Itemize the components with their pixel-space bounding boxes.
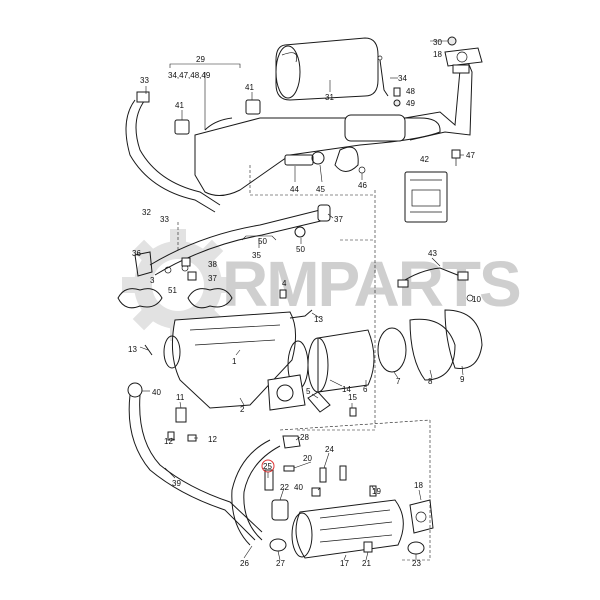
callout-35: 35 xyxy=(252,251,261,260)
callout-40: 40 xyxy=(152,388,161,397)
callout-33: 33 xyxy=(140,76,149,85)
callout-24: 24 xyxy=(325,445,334,454)
rear-silencer-group xyxy=(125,36,483,223)
callout-13: 13 xyxy=(314,315,323,324)
callout-38: 38 xyxy=(208,260,217,269)
callout-21: 21 xyxy=(362,559,371,568)
callout-5: 5 xyxy=(306,387,311,396)
callout-18: 18 xyxy=(414,481,423,490)
callout-32: 32 xyxy=(142,208,151,217)
callout-2: 2 xyxy=(240,405,245,414)
callout-20: 20 xyxy=(303,454,312,463)
callout-8: 8 xyxy=(428,377,433,386)
callout-37: 37 xyxy=(208,274,217,283)
callout-14: 14 xyxy=(342,385,351,394)
callout-50: 50 xyxy=(258,237,267,246)
callout-labels: 29 34,47,48,49 33 41 41 31 30 18 34 48 4… xyxy=(128,38,481,568)
callout-11: 11 xyxy=(176,393,185,402)
callout-48: 48 xyxy=(406,87,415,96)
callout-29: 29 xyxy=(196,55,205,64)
callout-25: 25 xyxy=(263,462,272,471)
watermark-text: RMPARTS xyxy=(222,248,520,320)
front-pipe-group xyxy=(117,204,483,417)
callout-7: 7 xyxy=(396,377,401,386)
callout-15: 15 xyxy=(348,393,357,402)
callout-51: 51 xyxy=(168,286,177,295)
callout-12: 12 xyxy=(164,437,173,446)
callout-44: 44 xyxy=(290,185,299,194)
callout-43: 43 xyxy=(428,249,437,258)
callout-31: 31 xyxy=(325,93,334,102)
callout-10: 10 xyxy=(472,295,481,304)
callout-37: 37 xyxy=(334,215,343,224)
callout-42: 42 xyxy=(420,155,429,164)
callout-36: 36 xyxy=(132,249,141,258)
callout-45: 45 xyxy=(316,185,325,194)
callout-40: 40 xyxy=(294,483,303,492)
callout-34: 34 xyxy=(398,74,407,83)
leader-lines xyxy=(139,40,464,561)
callout-41: 41 xyxy=(245,83,254,92)
callout-13: 13 xyxy=(128,345,137,354)
callout-27: 27 xyxy=(276,559,285,568)
callout-23: 23 xyxy=(412,559,421,568)
callout-9: 9 xyxy=(460,375,465,384)
callout-26: 26 xyxy=(240,559,249,568)
callout-1: 1 xyxy=(232,357,237,366)
callout-22: 22 xyxy=(280,483,289,492)
callout-18: 18 xyxy=(433,50,442,59)
callout-3: 3 xyxy=(150,276,155,285)
callout-49: 49 xyxy=(406,99,415,108)
callout-33: 33 xyxy=(160,215,169,224)
callout-4: 4 xyxy=(282,279,287,288)
callout-6: 6 xyxy=(363,385,368,394)
callout-47: 47 xyxy=(466,151,475,160)
callout-30: 30 xyxy=(433,38,442,47)
callout-39: 39 xyxy=(172,479,181,488)
egr-cooler-group xyxy=(127,382,434,559)
connection-lines xyxy=(177,165,431,561)
callout-12: 12 xyxy=(208,435,217,444)
callout-50: 50 xyxy=(296,245,305,254)
callout-19: 19 xyxy=(372,487,381,496)
callout-41: 41 xyxy=(175,101,184,110)
callout-46: 46 xyxy=(358,181,367,190)
callout-29-sub: 34,47,48,49 xyxy=(168,71,211,80)
callout-28: 28 xyxy=(300,433,309,442)
callout-17: 17 xyxy=(340,559,349,568)
